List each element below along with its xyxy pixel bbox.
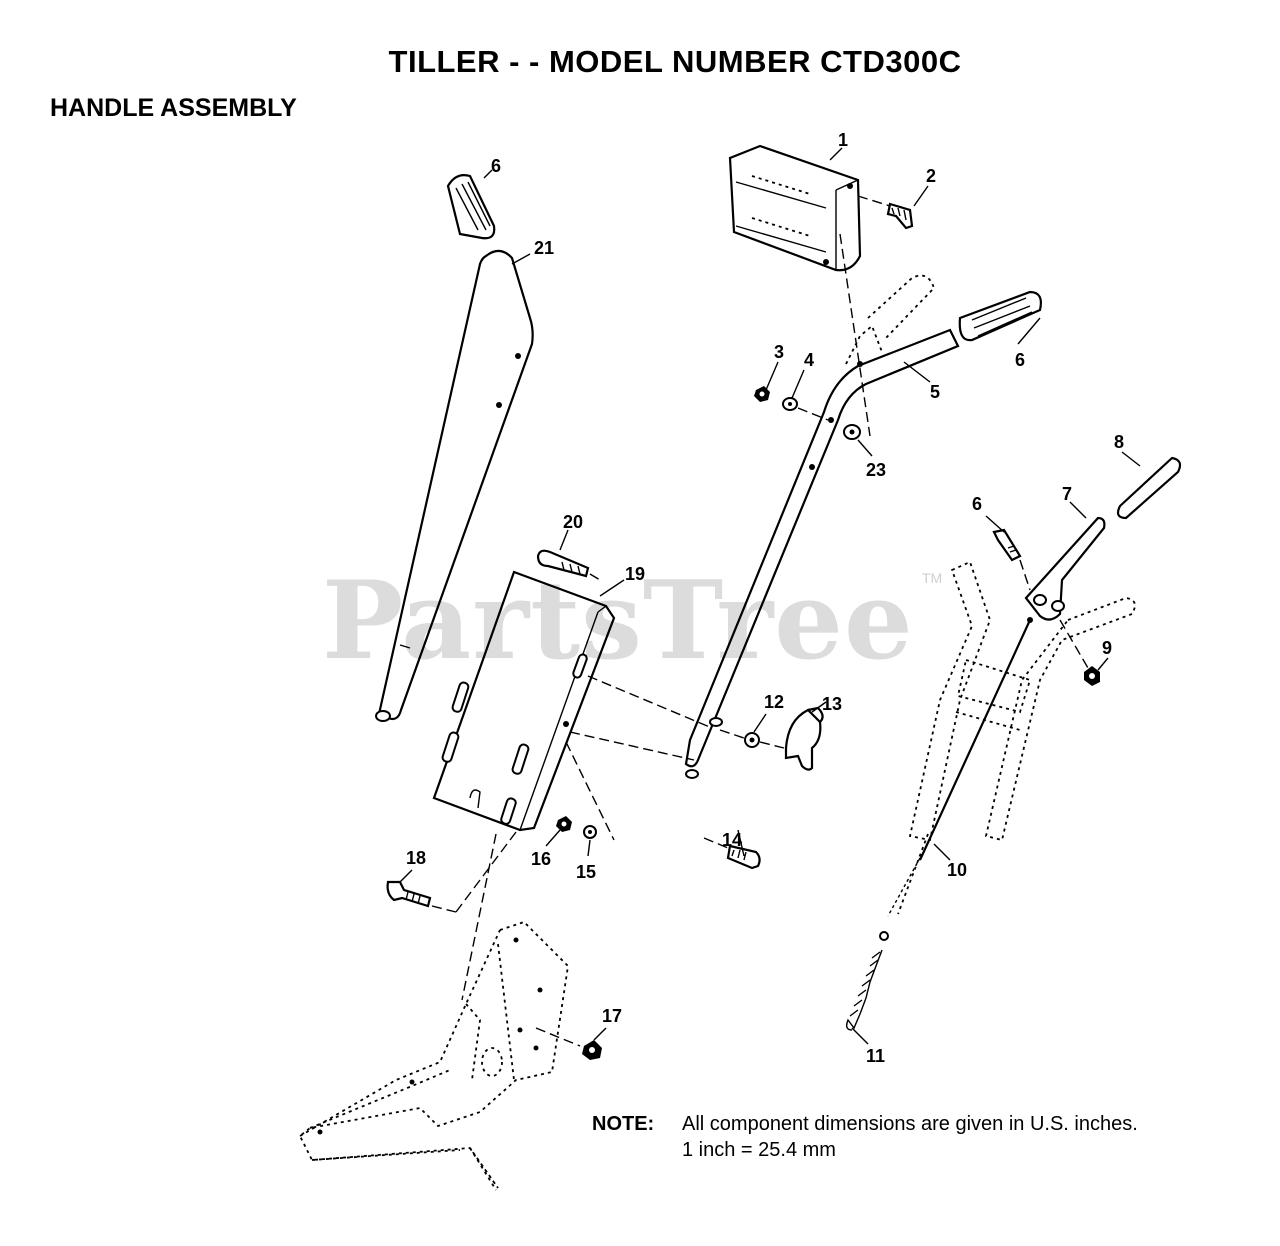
note-line-2: 1 inch = 25.4 mm — [682, 1139, 836, 1161]
callout-17: 16 — [531, 849, 552, 869]
nut-part-10 — [1059, 619, 1100, 686]
callout-16: 15 — [576, 862, 597, 882]
phantom-right-handle — [908, 560, 1136, 842]
callout-4: 4 — [804, 350, 815, 370]
diagram-title: TILLER - - MODEL NUMBER CTD300C — [388, 44, 962, 79]
left-handle-tube — [375, 249, 534, 722]
bracket-bolt — [536, 549, 601, 581]
shift-lever-rod — [879, 617, 1033, 941]
callout-9: 8 — [1114, 432, 1125, 452]
console-panel — [728, 144, 862, 272]
callout-11: 10 — [947, 860, 968, 880]
right-handle-grip — [958, 290, 1042, 342]
nut-part-17 — [556, 816, 572, 832]
callout-10: 9 — [1102, 638, 1113, 658]
callout-2: 2 — [926, 166, 937, 186]
adjust-bolt — [703, 837, 761, 870]
callout-6-right-grip: 6 — [1015, 350, 1026, 370]
callout-20: 19 — [625, 564, 646, 584]
callout-6-left-grip: 6 — [491, 156, 502, 176]
washer-part-13 — [744, 732, 760, 748]
callout-22: 21 — [534, 238, 555, 258]
right-handle-tube — [684, 274, 960, 768]
tiller-frame-phantom — [298, 920, 569, 1191]
callout-13: 12 — [764, 692, 785, 712]
assembly-subtitle: HANDLE ASSEMBLY — [50, 94, 297, 122]
callout-21: 20 — [563, 512, 584, 532]
callout-7: 6 — [972, 494, 983, 514]
washer-part-16 — [583, 825, 597, 839]
lever-bracket — [1024, 516, 1106, 621]
console-screw — [857, 195, 914, 230]
callout-8: 7 — [1062, 484, 1073, 504]
callout-12: 11 — [866, 1046, 886, 1066]
base-bolt — [386, 831, 517, 913]
handle-bracket — [432, 570, 616, 832]
shift-spring — [845, 949, 883, 1031]
handle-knob — [784, 706, 824, 771]
lower-rod — [897, 833, 929, 915]
lever-bolt — [992, 528, 1031, 591]
watermark: PartsTree — [322, 558, 914, 684]
callout-1: 1 — [838, 130, 849, 150]
callout-3: 3 — [774, 342, 785, 362]
washer-part-23 — [843, 424, 861, 440]
callout-15: 14 — [722, 830, 743, 850]
washer-part-4 — [782, 397, 798, 411]
watermark-trademark: TM — [922, 570, 943, 586]
callout-18: 17 — [602, 1006, 623, 1026]
note-line-1: All component dimensions are given in U.… — [682, 1113, 1138, 1135]
callout-14: 13 — [822, 694, 843, 714]
leader-lines — [399, 147, 1141, 1045]
nut-part-18 — [535, 1027, 602, 1060]
lever-grip — [1116, 456, 1182, 520]
callout-19: 18 — [406, 848, 427, 868]
nut-part-3 — [754, 386, 770, 402]
callout-5: 5 — [930, 382, 941, 402]
note-label: NOTE: — [592, 1113, 655, 1135]
callout-23: 23 — [866, 460, 887, 480]
left-handle-grip — [446, 174, 496, 240]
